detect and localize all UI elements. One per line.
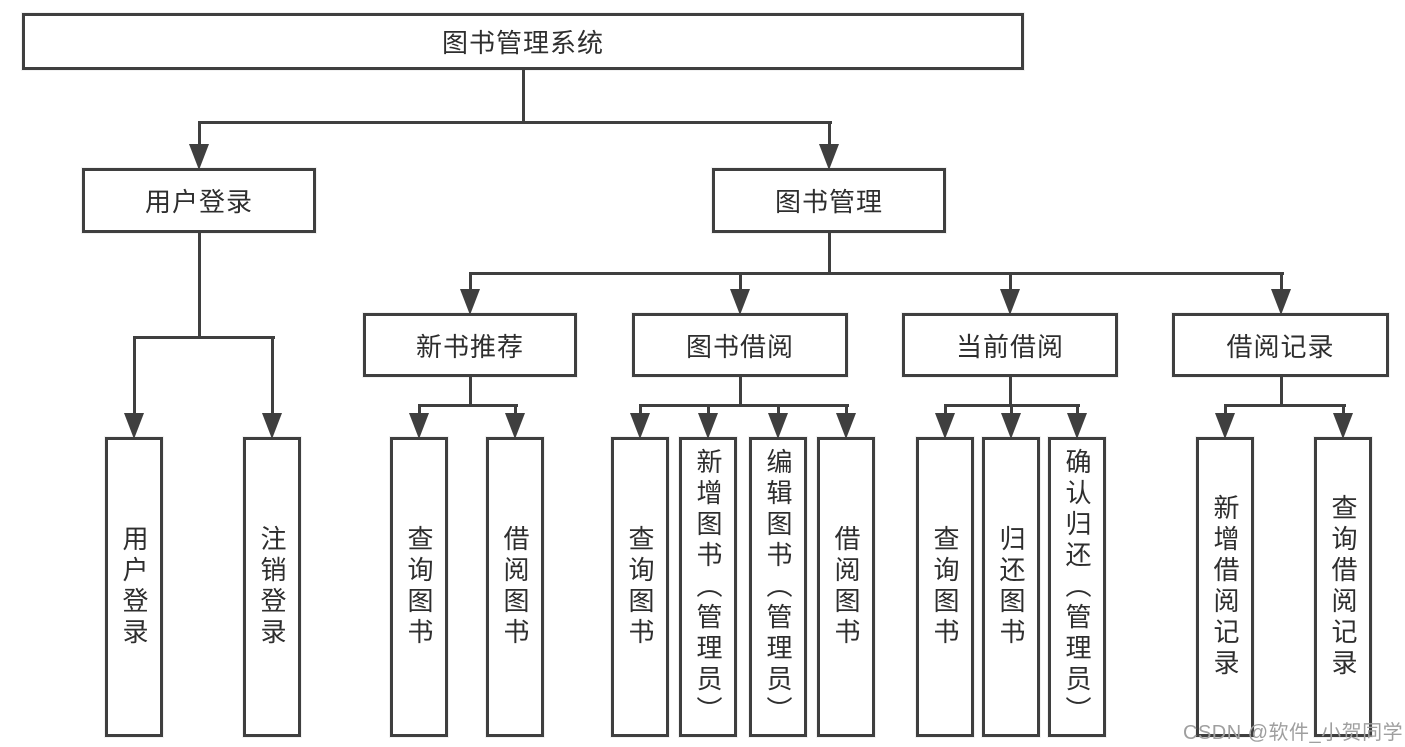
- leaf-edit-book-admin: 编辑图书（管理员）: [749, 437, 807, 737]
- line: [943, 405, 947, 417]
- leaf-label: 查询借阅记录: [1328, 494, 1358, 680]
- line: [132, 335, 275, 339]
- node-new-book-recommendation: 新书推荐: [363, 313, 577, 377]
- arrowhead-down-icon: [935, 413, 955, 439]
- csdn-watermark: CSDN @软件_小贺同学: [1183, 722, 1404, 744]
- line: [738, 377, 742, 405]
- line: [1008, 377, 1012, 405]
- line: [468, 377, 472, 405]
- leaf-query-books-borrowing: 查询图书: [611, 437, 669, 737]
- node-book-management: 图书管理: [712, 168, 946, 233]
- arrowhead-down-icon: [819, 144, 839, 170]
- line: [513, 405, 517, 417]
- leaf-label: 确认归还（管理员）: [1062, 447, 1092, 727]
- arrowhead-down-icon: [262, 413, 282, 439]
- line: [417, 403, 518, 407]
- line: [1223, 405, 1227, 417]
- leaf-logout: 注销登录: [243, 437, 301, 737]
- node-borrowing-records: 借阅记录: [1172, 313, 1389, 377]
- leaf-query-books-current: 查询图书: [916, 437, 974, 737]
- line: [638, 403, 849, 407]
- line: [827, 122, 831, 148]
- leaf-add-book-admin: 新增图书（管理员）: [679, 437, 737, 737]
- line: [776, 405, 780, 417]
- arrowhead-down-icon: [460, 289, 480, 315]
- arrowhead-down-icon: [1001, 413, 1021, 439]
- line: [844, 405, 848, 417]
- line: [738, 273, 742, 293]
- line: [638, 405, 642, 417]
- line: [197, 120, 832, 124]
- line: [1075, 405, 1079, 417]
- line: [468, 273, 472, 293]
- leaf-label: 借阅图书: [500, 525, 530, 649]
- arrowhead-down-icon: [1000, 289, 1020, 315]
- node-book-borrowing: 图书借阅: [632, 313, 848, 377]
- leaf-label: 查询图书: [625, 525, 655, 649]
- leaf-label: 编辑图书（管理员）: [763, 447, 793, 727]
- leaf-label: 查询图书: [930, 525, 960, 649]
- line: [197, 122, 201, 148]
- leaf-confirm-return-admin: 确认归还（管理员）: [1048, 437, 1106, 737]
- arrowhead-down-icon: [698, 413, 718, 439]
- line: [1009, 405, 1013, 417]
- leaf-borrow-books-recommend: 借阅图书: [486, 437, 544, 737]
- leaf-label: 借阅图书: [831, 525, 861, 649]
- line: [1341, 405, 1345, 417]
- line: [1279, 273, 1283, 293]
- arrowhead-down-icon: [836, 413, 856, 439]
- line: [197, 233, 201, 337]
- leaf-query-borrow-record: 查询借阅记录: [1314, 437, 1372, 737]
- node-user-login: 用户登录: [82, 168, 316, 233]
- node-current-borrowing: 当前借阅: [902, 313, 1118, 377]
- line: [132, 337, 136, 417]
- arrowhead-down-icon: [124, 413, 144, 439]
- line: [706, 405, 710, 417]
- arrowhead-down-icon: [189, 144, 209, 170]
- leaf-add-borrow-record: 新增借阅记录: [1196, 437, 1254, 737]
- leaf-return-books: 归还图书: [982, 437, 1040, 737]
- arrowhead-down-icon: [1067, 413, 1087, 439]
- leaf-user-login: 用户登录: [105, 437, 163, 737]
- arrowhead-down-icon: [730, 289, 750, 315]
- arrowhead-down-icon: [768, 413, 788, 439]
- leaf-label: 注销登录: [257, 525, 287, 649]
- leaf-label: 新增借阅记录: [1210, 494, 1240, 680]
- line: [1008, 273, 1012, 293]
- node-label: 图书借阅: [685, 331, 794, 362]
- node-label: 用户登录: [144, 187, 253, 217]
- leaf-query-books-recommend: 查询图书: [390, 437, 448, 737]
- node-library-management-system: 图书管理系统: [22, 13, 1024, 70]
- arrowhead-down-icon: [630, 413, 650, 439]
- line: [417, 405, 421, 417]
- line: [1279, 377, 1283, 405]
- node-label: 借阅记录: [1226, 331, 1335, 362]
- node-label: 新书推荐: [415, 331, 524, 362]
- line: [468, 271, 1284, 275]
- line: [521, 70, 525, 122]
- arrowhead-down-icon: [1333, 413, 1353, 439]
- line: [270, 337, 274, 417]
- leaf-label: 查询图书: [404, 525, 434, 649]
- node-label: 图书管理: [774, 187, 883, 217]
- leaf-borrow-books-borrowing: 借阅图书: [817, 437, 875, 737]
- arrowhead-down-icon: [505, 413, 525, 439]
- line: [1223, 403, 1346, 407]
- leaf-label: 归还图书: [996, 525, 1026, 649]
- arrowhead-down-icon: [1271, 289, 1291, 315]
- line: [827, 233, 831, 273]
- node-label: 当前借阅: [955, 331, 1064, 362]
- leaf-label: 新增图书（管理员）: [693, 447, 723, 727]
- node-label: 图书管理系统: [441, 28, 604, 58]
- leaf-label: 用户登录: [119, 525, 149, 649]
- arrowhead-down-icon: [409, 413, 429, 439]
- arrowhead-down-icon: [1215, 413, 1235, 439]
